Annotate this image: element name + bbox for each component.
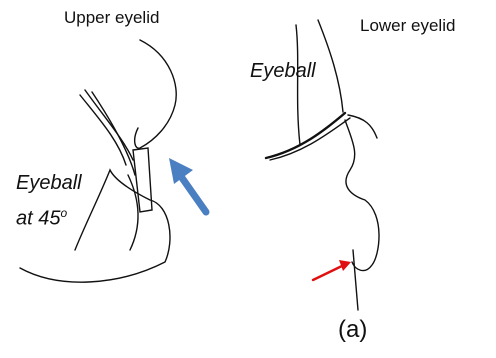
blue-arrow (169, 158, 206, 212)
upper-eyelid-outline (135, 40, 177, 148)
lid-strip (133, 148, 152, 212)
eyeball-outline (318, 20, 343, 112)
eyelid-margin-1 (80, 95, 126, 165)
lower-eyelid-contour (266, 113, 345, 158)
figure-caption: (a) (338, 316, 367, 344)
eyeball-45-label-line1: Eyeball (16, 172, 82, 195)
eyeball-45-label-line2: at 45o (16, 206, 67, 231)
degree-symbol: o (60, 206, 67, 220)
red-arrow (313, 260, 351, 280)
eyeball-label: Eyeball (250, 60, 316, 83)
lower-eyelid-label: Lower eyelid (360, 16, 455, 36)
upper-eyelid-label: Upper eyelid (64, 8, 159, 28)
lid-body (345, 120, 379, 271)
upper-eyelid-drawing (20, 40, 176, 282)
eyelid-margin-3 (92, 92, 135, 175)
eyeball-45-angle-text: at 45 (16, 208, 60, 230)
eyeball-edge (296, 25, 300, 145)
lid-margin-line (353, 250, 358, 310)
tarsus-profile (348, 115, 377, 138)
